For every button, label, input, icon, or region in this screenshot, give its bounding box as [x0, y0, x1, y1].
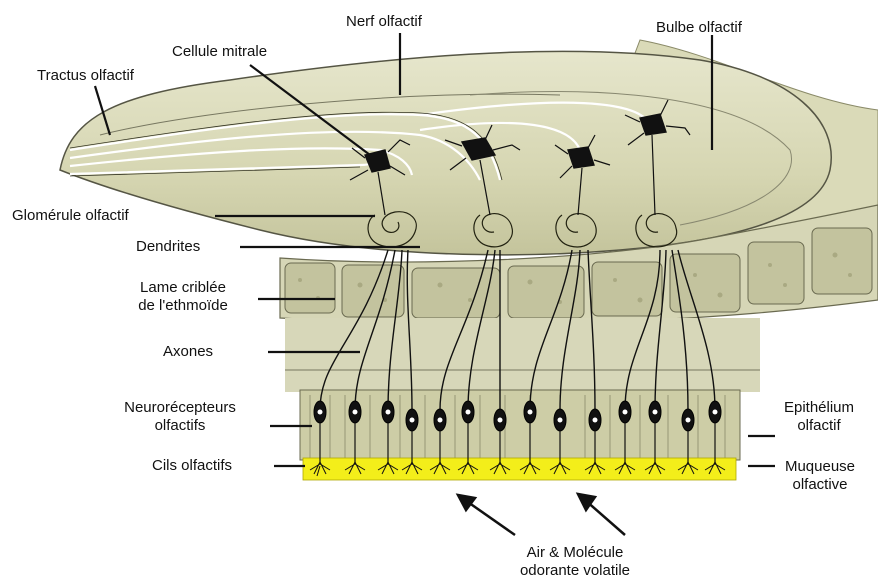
label-tractus-olfactif: Tractus olfactif: [37, 67, 134, 85]
label-axones: Axones: [163, 343, 213, 361]
olfactory-bulb: [60, 51, 831, 254]
label-muqueuse-line2: olfactive: [762, 476, 878, 494]
mucus-layer: [303, 458, 736, 480]
label-glomerule-olfactif: Glomérule olfactif: [12, 207, 129, 225]
label-air-line1: Air & Molécule: [475, 544, 675, 562]
label-cellule-mitrale: Cellule mitrale: [172, 43, 267, 61]
label-air-line2: odorante volatile: [475, 562, 675, 580]
label-neurorecepteurs-line1: Neurorécepteurs: [100, 399, 260, 417]
label-neurorecepteurs-line2: olfactifs: [100, 417, 260, 435]
label-neurorecepteurs: Neurorécepteurs olfactifs: [100, 399, 260, 435]
label-muqueuse: Muqueuse olfactive: [762, 458, 878, 494]
label-epithelium-line2: olfactif: [760, 417, 878, 435]
label-lame-criblee-line2: de l'ethmoïde: [118, 297, 248, 315]
label-bulbe-olfactif: Bulbe olfactif: [656, 19, 742, 37]
lamina-propria: [285, 318, 760, 392]
air-arrows: [458, 494, 625, 535]
label-cils-olfactifs: Cils olfactifs: [152, 457, 232, 475]
label-nerf-olfactif: Nerf olfactif: [346, 13, 422, 31]
label-epithelium: Epithélium olfactif: [760, 399, 878, 435]
label-muqueuse-line1: Muqueuse: [762, 458, 878, 476]
epithelium-layer: [300, 390, 740, 460]
label-epithelium-line1: Epithélium: [760, 399, 878, 417]
label-dendrites: Dendrites: [136, 238, 200, 256]
label-lame-criblee: Lame criblée de l'ethmoïde: [118, 279, 248, 315]
label-air-molecule: Air & Molécule odorante volatile: [475, 544, 675, 580]
label-lame-criblee-line1: Lame criblée: [118, 279, 248, 297]
